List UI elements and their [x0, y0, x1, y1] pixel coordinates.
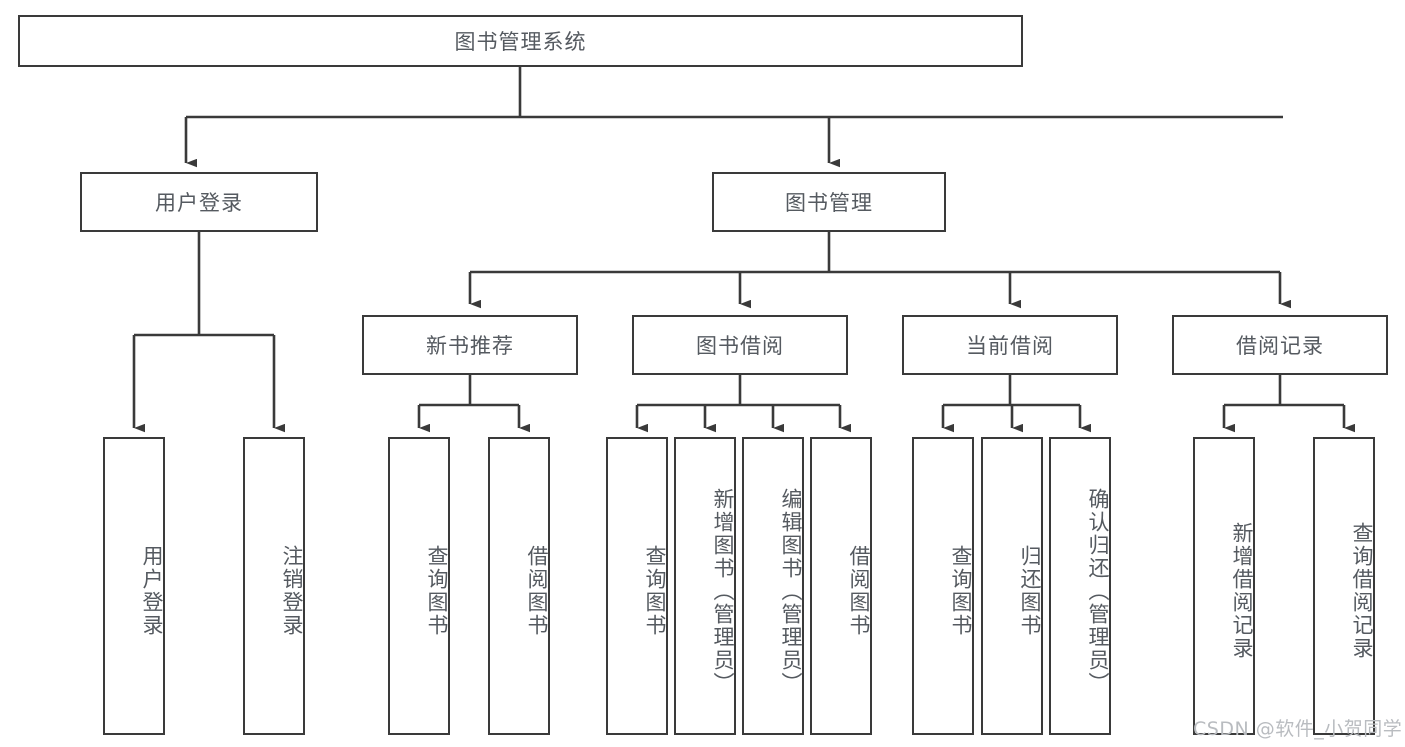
- csdn-watermark: CSDN @软件_小贺同学: [1193, 714, 1402, 741]
- node-label: 查询图书: [949, 545, 973, 637]
- leaf-user-login-signin[interactable]: 用户登录: [103, 437, 165, 735]
- leaf-new-book-borrow[interactable]: 借阅图书: [488, 437, 550, 735]
- leaf-current-borrow-query[interactable]: 查询图书: [912, 437, 974, 735]
- leaf-borrow-record-query[interactable]: 查询借阅记录: [1313, 437, 1375, 735]
- leaf-new-book-query[interactable]: 查询图书: [388, 437, 450, 735]
- node-label: 注销登录: [280, 545, 304, 637]
- leaf-book-borrow-add-book-admin[interactable]: 新增图书（管理员）: [674, 437, 736, 735]
- node-label: 用户登录: [155, 191, 243, 215]
- node-label: 借阅图书: [525, 545, 549, 637]
- node-label: 图书管理: [785, 191, 873, 215]
- leaf-borrow-record-add[interactable]: 新增借阅记录: [1193, 437, 1255, 735]
- leaf-user-login-signout[interactable]: 注销登录: [243, 437, 305, 735]
- node-label: 查询图书: [643, 545, 667, 637]
- leaf-book-borrow-borrow[interactable]: 借阅图书: [810, 437, 872, 735]
- node-label: 当前借阅: [966, 334, 1054, 358]
- node-borrow-records[interactable]: 借阅记录: [1172, 315, 1388, 375]
- node-label: 新书推荐: [426, 334, 514, 358]
- node-book-borrow[interactable]: 图书借阅: [632, 315, 848, 375]
- node-label: 编辑图书（管理员）: [779, 487, 803, 695]
- node-label: 图书管理系统: [454, 30, 587, 54]
- node-label: 归还图书: [1018, 545, 1042, 637]
- node-label: 确认归还（管理员）: [1086, 487, 1110, 695]
- node-label: 图书借阅: [696, 334, 784, 358]
- node-label: 借阅图书: [847, 545, 871, 637]
- leaf-current-borrow-confirm-return-admin[interactable]: 确认归还（管理员）: [1049, 437, 1111, 735]
- node-label: 借阅记录: [1236, 334, 1324, 358]
- node-root-book-management-system[interactable]: 图书管理系统: [18, 15, 1023, 67]
- node-label: 查询图书: [425, 545, 449, 637]
- leaf-current-borrow-return[interactable]: 归还图书: [981, 437, 1043, 735]
- node-new-book-recommend[interactable]: 新书推荐: [362, 315, 578, 375]
- node-label: 查询借阅记录: [1350, 522, 1374, 660]
- node-label: 新增借阅记录: [1230, 522, 1254, 660]
- node-label: 用户登录: [140, 545, 164, 637]
- leaf-book-borrow-edit-book-admin[interactable]: 编辑图书（管理员）: [742, 437, 804, 735]
- node-book-management[interactable]: 图书管理: [712, 172, 946, 232]
- leaf-book-borrow-query[interactable]: 查询图书: [606, 437, 668, 735]
- node-user-login[interactable]: 用户登录: [80, 172, 318, 232]
- node-current-borrow[interactable]: 当前借阅: [902, 315, 1118, 375]
- node-label: 新增图书（管理员）: [711, 487, 735, 695]
- watermark-text: CSDN @软件_小贺同学: [1193, 718, 1403, 740]
